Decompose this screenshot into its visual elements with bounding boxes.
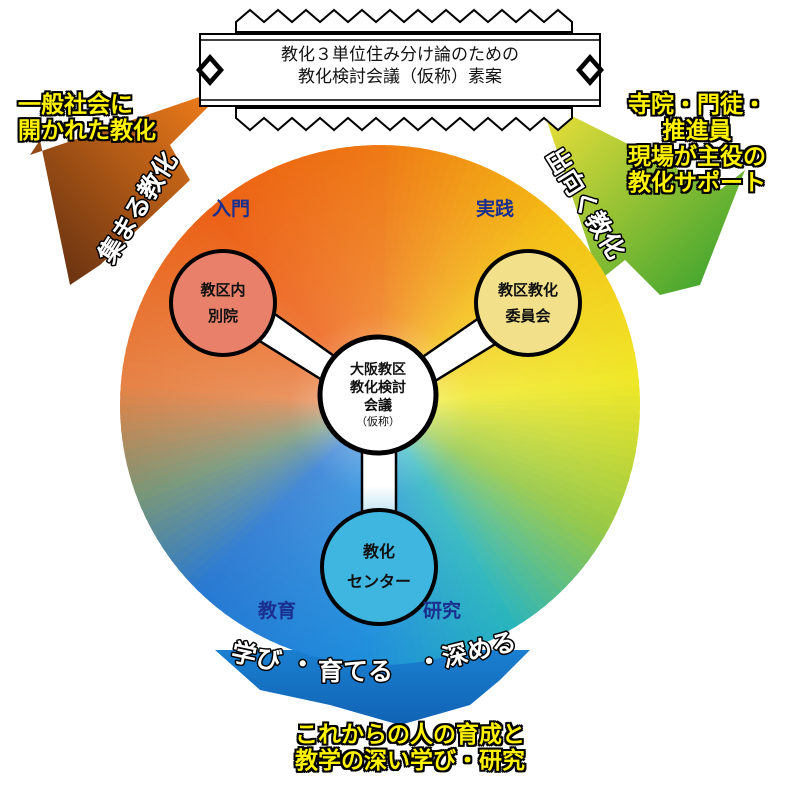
corner-top-right-line-2: 推進員 [662, 118, 732, 144]
node-bottom: 教化 センター [322, 510, 436, 624]
node-left-line-2: 別院 [207, 307, 238, 325]
corner-top-right-line-4: 教化サポート [628, 170, 766, 196]
bottom-label-2: 育てる [318, 657, 393, 686]
node-center-line-1: 大阪教区 [350, 362, 406, 378]
sector-kenkyu: 研究 [423, 600, 462, 622]
node-right-line-1: 教区教化 [497, 281, 558, 299]
node-center-circle [317, 334, 439, 456]
right-arrow [540, 100, 745, 295]
corner-top-left: 一般社会に 開かれた教化 [18, 92, 156, 144]
node-center-line-2: 教化検討 [350, 380, 406, 396]
corner-bottom-line-1: これからの人の育成と [295, 722, 525, 748]
corner-top-left-line-2: 開かれた教化 [18, 118, 156, 144]
node-bottom-circle [320, 508, 438, 626]
node-right: 教区教化 委員会 [476, 251, 580, 355]
left-arrow [30, 95, 215, 285]
node-center-note: （仮称） [356, 415, 400, 428]
corner-bottom-line-2: 教学の深い学び・研究 [295, 748, 525, 774]
bottom-label-1: 学び [229, 638, 284, 677]
corner-top-right-line-3: 現場が主役の [628, 144, 766, 170]
diamond-icon [582, 61, 598, 79]
title-line-1: 教化３単位住み分け論のための [281, 45, 519, 65]
sector-kyoiku: 教育 [258, 600, 297, 622]
corner-bottom: これからの人の育成と 教学の深い学び・研究 [220, 722, 600, 774]
sector-jissen: 実践 [476, 198, 515, 220]
corner-top-right: 寺院・門徒・ 推進員 現場が主役の 教化サポート [612, 92, 782, 196]
node-right-line-2: 委員会 [505, 307, 551, 325]
node-right-circle [474, 249, 582, 357]
diamond-icon [202, 61, 218, 79]
node-left-circle [169, 249, 277, 357]
diagram-title: 教化３単位住み分け論のための 教化検討会議（仮称）素案 [195, 44, 605, 88]
node-center: 大阪教区 教化検討 会議 （仮称） [320, 337, 436, 453]
node-center-line-3: 会議 [364, 398, 392, 414]
node-bottom-line-1: 教化 [362, 542, 395, 561]
corner-top-right-line-1: 寺院・門徒・ [628, 92, 766, 118]
bottom-sep-2: ・ [415, 646, 444, 678]
node-bottom-line-2: センター [346, 572, 411, 591]
corner-top-left-line-1: 一般社会に [18, 92, 133, 118]
sector-nyumon: 入門 [212, 198, 251, 220]
bottom-sep-1: ・ [288, 648, 317, 680]
node-left-line-1: 教区内 [200, 281, 246, 299]
bottom-arrow [215, 650, 530, 725]
title-banner [196, 8, 604, 132]
title-line-2: 教化検討会議（仮称）素案 [298, 67, 502, 87]
node-left: 教区内 別院 [171, 251, 275, 355]
